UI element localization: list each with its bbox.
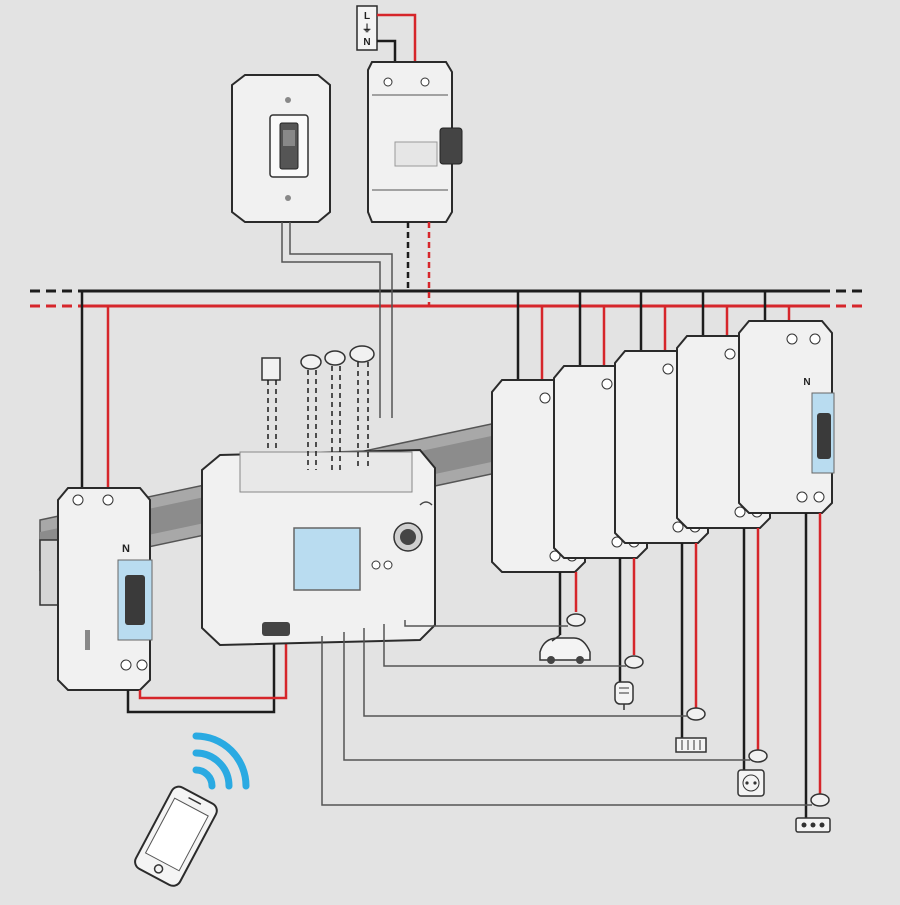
circuit-breakers: N N N <box>491 291 835 573</box>
energy-meter-module <box>201 448 436 647</box>
power-strip-icon <box>795 817 831 833</box>
signal-wiring <box>321 620 812 806</box>
incoming-meter <box>367 61 463 223</box>
grid-terminal: L ⏚ N <box>356 5 417 62</box>
terminal-line-label: L <box>364 11 370 22</box>
water-heater-icon <box>614 681 634 710</box>
current-sensors <box>261 345 375 470</box>
main-breaker: N <box>39 487 153 691</box>
radiator-icon <box>675 737 707 753</box>
wifi-icon <box>192 732 250 790</box>
electric-car-icon <box>539 634 591 664</box>
socket-outlet-icon <box>737 769 765 797</box>
main-breaker-neutral-mark: N <box>122 543 130 555</box>
load-wiring <box>558 513 822 818</box>
breaker-5-neutral-mark: N <box>803 377 810 388</box>
wall-switch <box>231 74 331 223</box>
meter-display <box>293 527 361 591</box>
load-clamps <box>566 613 830 807</box>
terminal-neutral-label: N <box>363 37 370 48</box>
breaker-5: N <box>738 291 835 514</box>
terminal-earth-label: ⏚ <box>362 23 372 35</box>
smartphone-icon <box>134 785 218 887</box>
